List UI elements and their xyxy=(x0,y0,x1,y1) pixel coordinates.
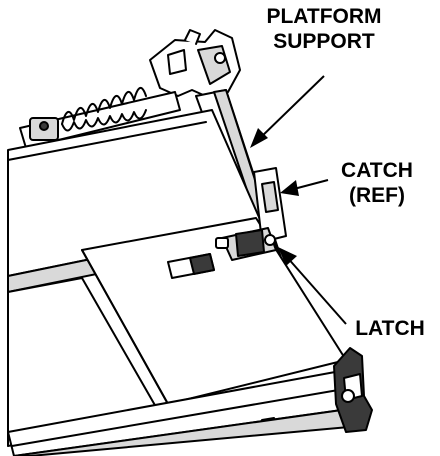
platform-body xyxy=(7,109,347,447)
latch-leader xyxy=(278,247,347,325)
platform-support-label-line2: SUPPORT xyxy=(273,30,375,53)
platform-support-label-line1: PLATFORM xyxy=(266,5,382,28)
latch-label: LATCH xyxy=(344,316,436,341)
latch-mechanism xyxy=(215,227,277,261)
catch-label-line1: CATCH xyxy=(341,159,413,182)
hinge-assembly xyxy=(149,29,241,99)
rail-end-clamp xyxy=(333,347,373,433)
platform-support-leader xyxy=(250,75,325,148)
front-rail xyxy=(7,369,361,456)
latch-label-line1: LATCH xyxy=(355,317,425,340)
warning-decal xyxy=(167,253,215,279)
catch-label-line2: (REF) xyxy=(349,184,405,207)
catch-label: CATCH (REF) xyxy=(322,158,432,208)
catch-plate xyxy=(253,167,287,243)
platform-support-label: PLATFORM SUPPORT xyxy=(258,4,390,54)
catch-leader xyxy=(280,179,329,196)
coil-spring xyxy=(19,87,181,149)
